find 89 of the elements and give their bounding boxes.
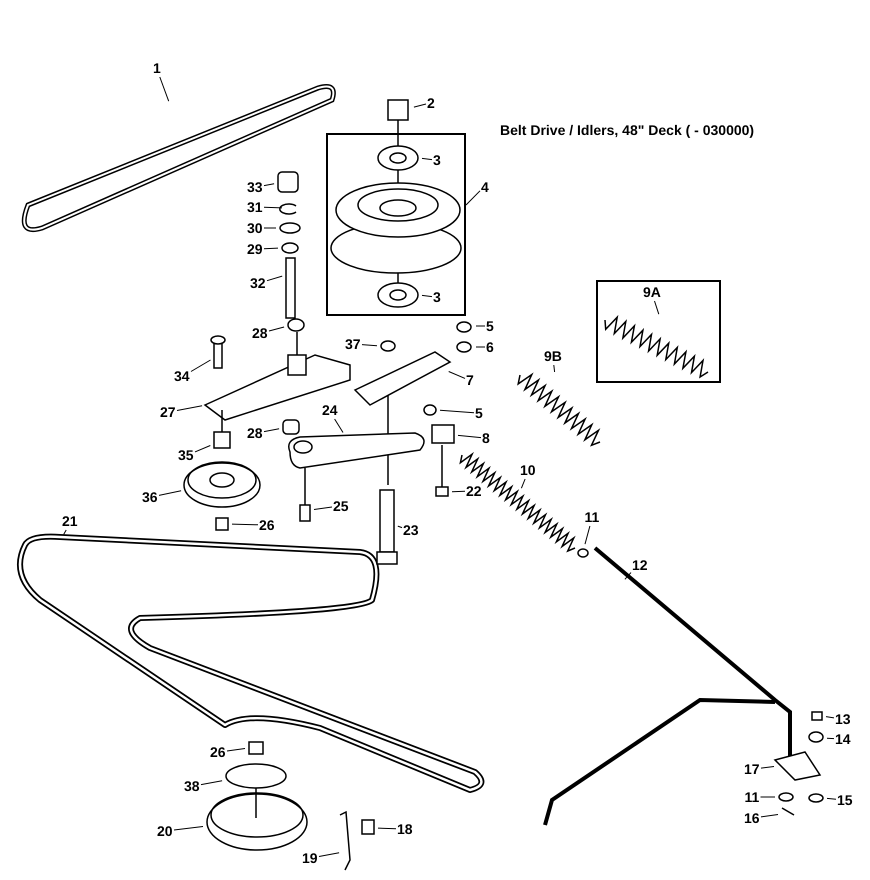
callout-number: 15 [837, 792, 853, 808]
callout-number: 26 [210, 744, 226, 760]
callout-number: 18 [397, 821, 413, 837]
callout-number: 5 [475, 405, 483, 421]
callout-number: 16 [744, 810, 760, 826]
callout-number: 7 [466, 372, 474, 388]
leader-line [624, 572, 632, 580]
leader-line [232, 524, 258, 526]
leader-line [452, 490, 466, 492]
leader-line [760, 796, 776, 798]
leader-line [264, 248, 278, 250]
callout-number: 9B [544, 348, 562, 364]
leader-line [264, 183, 275, 186]
callout-number: 11 [584, 509, 600, 525]
leader-line [194, 445, 211, 452]
callout-number: 12 [632, 557, 648, 573]
leader-line [466, 190, 480, 206]
leader-line [413, 104, 426, 108]
callout-number: 23 [403, 522, 419, 538]
callout-number: 3 [433, 152, 441, 168]
leader-line [334, 418, 344, 433]
callout-number: 27 [160, 404, 176, 420]
callout-number: 4 [481, 179, 489, 195]
leader-line [440, 410, 474, 414]
leader-line [266, 276, 283, 282]
callout-number: 17 [744, 761, 760, 777]
leader-line [826, 798, 836, 800]
leader-line [448, 371, 466, 379]
inset-frame [596, 280, 721, 383]
leader-line [422, 158, 432, 160]
leader-line [200, 780, 223, 786]
leader-line [318, 852, 340, 857]
callout-number: 22 [466, 483, 482, 499]
callout-number: 32 [250, 275, 266, 291]
callout-number: 33 [247, 179, 263, 195]
leader-line [264, 206, 282, 208]
leader-line [760, 814, 778, 818]
callout-number: 38 [184, 778, 200, 794]
leader-line [826, 738, 834, 740]
leader-line [826, 716, 834, 718]
leader-line [226, 748, 246, 752]
leader-line [362, 344, 378, 346]
leader-line [422, 294, 432, 298]
callout-number: 29 [247, 241, 263, 257]
callout-number: 28 [252, 325, 268, 341]
callout-number: 9A [643, 284, 661, 300]
leader-line [158, 490, 182, 496]
leader-line [174, 826, 204, 830]
callout-number: 13 [835, 711, 851, 727]
leader-line [760, 766, 774, 769]
callout-number: 3 [433, 289, 441, 305]
callout-number: 11 [744, 789, 760, 805]
callout-number: 20 [157, 823, 173, 839]
diagram-title: Belt Drive / Idlers, 48" Deck ( - 030000) [500, 122, 754, 138]
leader-line [553, 364, 556, 372]
callout-number: 31 [247, 199, 263, 215]
callout-number: 30 [247, 220, 263, 236]
leader-line [268, 326, 285, 332]
callout-number: 34 [174, 368, 190, 384]
callout-number: 14 [835, 731, 851, 747]
callout-number: 2 [427, 95, 435, 111]
leader-line [654, 300, 660, 315]
leader-line [378, 828, 396, 830]
leader-line [458, 434, 482, 438]
callout-number: 37 [345, 336, 361, 352]
leader-line [397, 526, 402, 528]
leader-line [63, 530, 67, 535]
callout-number: 35 [178, 447, 194, 463]
leader-line [264, 428, 280, 432]
callout-number: 1 [153, 60, 161, 76]
callout-number: 8 [482, 430, 490, 446]
callout-number: 36 [142, 489, 158, 505]
callout-number: 5 [486, 318, 494, 334]
leader-line [190, 360, 211, 372]
leader-line [176, 405, 203, 411]
callout-number: 21 [62, 513, 78, 529]
leader-line [520, 478, 526, 489]
leader-line [584, 526, 590, 545]
callout-number: 24 [322, 402, 338, 418]
callout-number: 26 [259, 517, 275, 533]
callout-number: 10 [520, 462, 536, 478]
leader-line [314, 506, 332, 510]
inset-frame [326, 133, 466, 316]
callout-number: 28 [247, 425, 263, 441]
callout-number: 25 [333, 498, 349, 514]
leader-line [159, 76, 170, 102]
leader-line [476, 346, 486, 348]
callout-number: 19 [302, 850, 318, 866]
callout-number: 6 [486, 339, 494, 355]
